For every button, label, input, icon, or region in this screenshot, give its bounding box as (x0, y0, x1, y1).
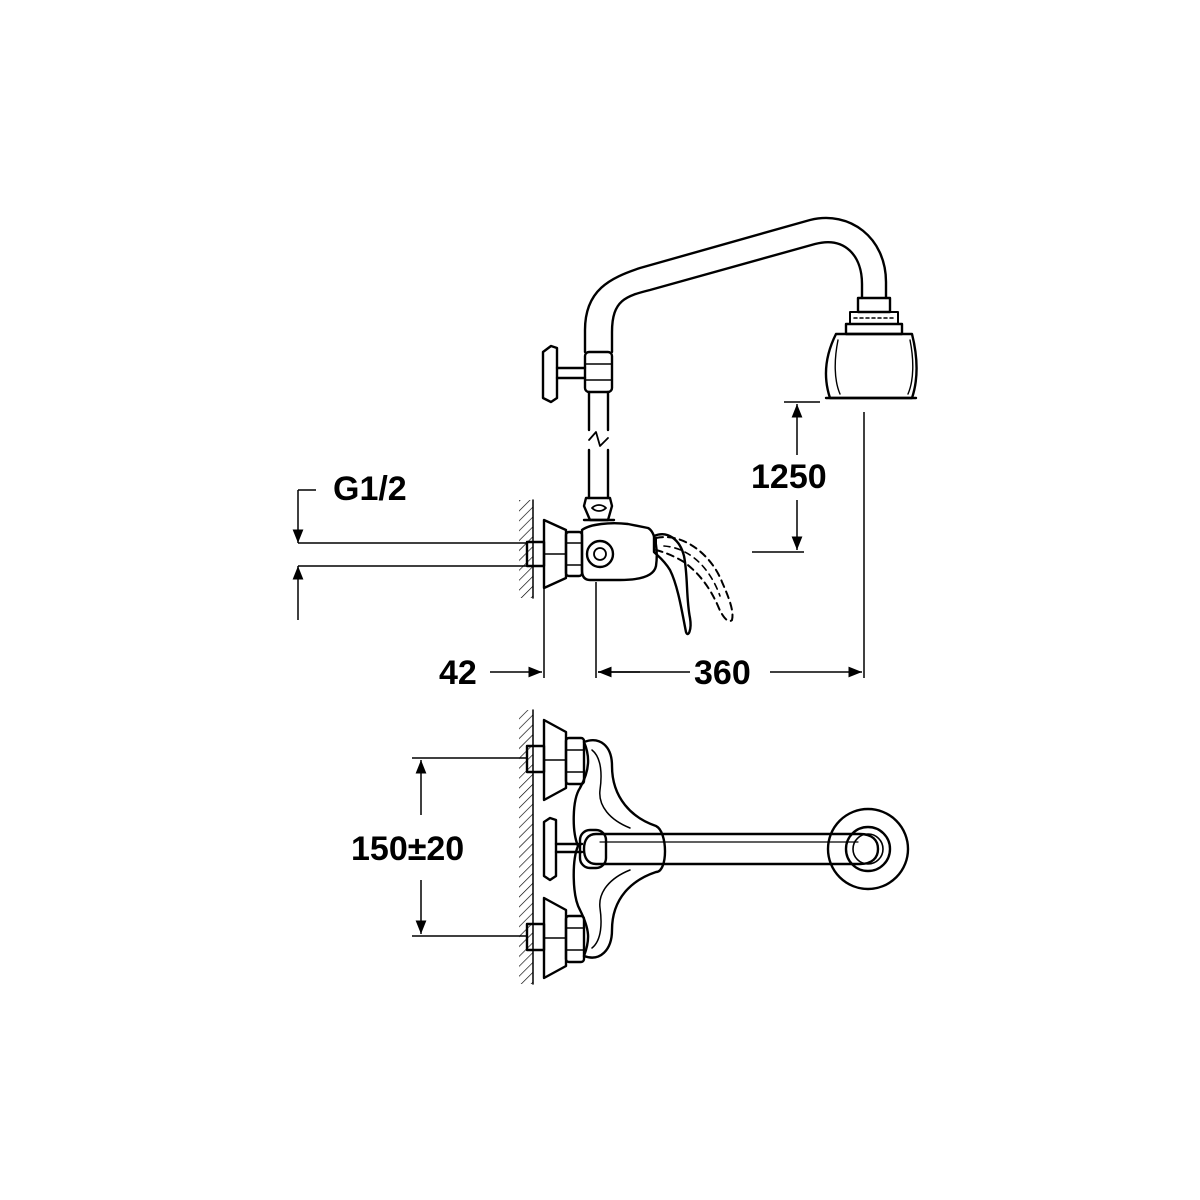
body-ring (585, 539, 615, 569)
side-view (519, 216, 918, 636)
lower-flange (542, 896, 568, 980)
upper-flange (542, 718, 568, 802)
center-ring (578, 828, 608, 870)
shower-head-top (826, 807, 910, 891)
shower-head (824, 332, 918, 400)
lower-nut (564, 914, 586, 964)
wall-hatch-top (519, 710, 533, 984)
shower-arm-outer (583, 216, 888, 354)
head-neck (856, 296, 892, 314)
mixer-body (580, 522, 658, 582)
mixer-body-top (572, 739, 667, 959)
wall-flange (542, 518, 568, 590)
side-dimensions (292, 401, 865, 678)
shower-arm-top (582, 832, 880, 866)
label-thread: G1/2 (333, 470, 407, 508)
valve-handle (541, 344, 559, 404)
label-inlet-spacing: 150±20 (351, 830, 464, 868)
lever-handle-alt (655, 536, 734, 622)
label-shower-height: 1250 (751, 458, 827, 496)
valve-collar (583, 350, 614, 394)
top-dimensions (412, 757, 528, 937)
center-valve-handle (542, 816, 558, 882)
connection-nut (564, 530, 584, 578)
pipe-break (588, 431, 609, 447)
lever-handle (652, 533, 692, 636)
label-wall-offset: 42 (439, 654, 477, 692)
top-view (519, 709, 910, 985)
label-arm-reach: 360 (694, 654, 751, 692)
top-coupling (582, 496, 614, 522)
upper-nut (564, 736, 586, 786)
shower-arm-inner (610, 241, 864, 354)
